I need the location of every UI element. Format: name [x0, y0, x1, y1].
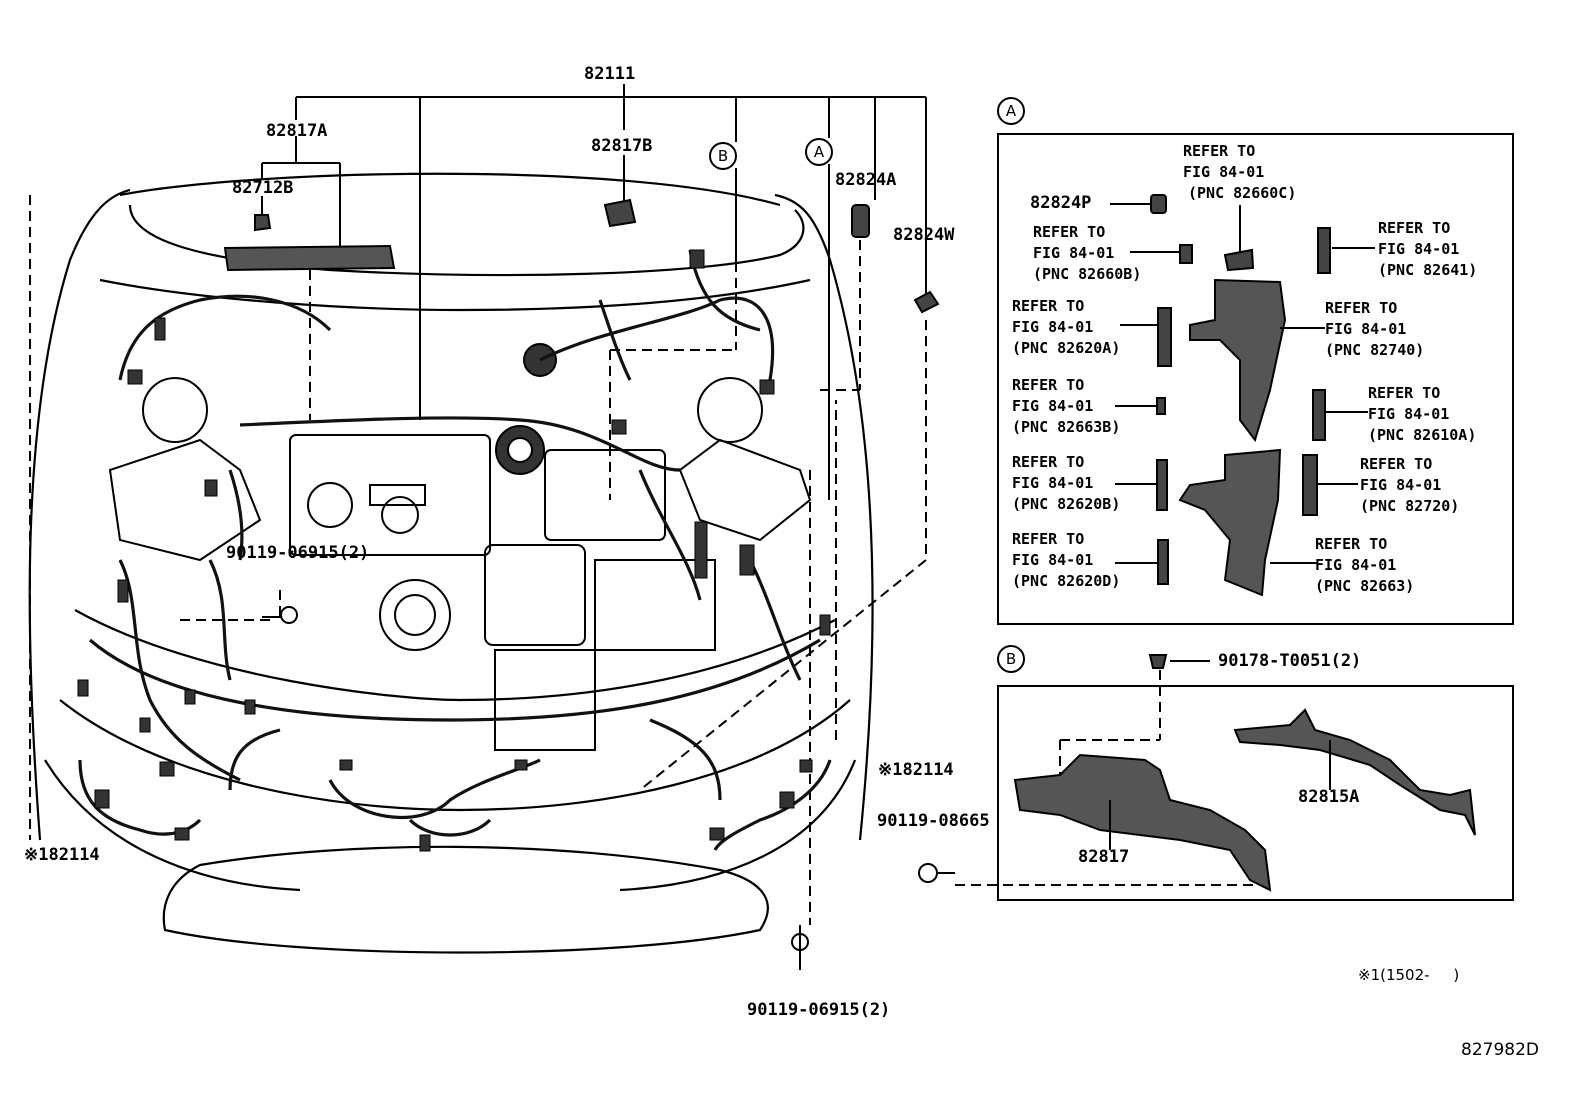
ref-82620A: REFER TO FIG 84-01 (PNC 82620A)	[1012, 296, 1120, 359]
panel-b-marker: B	[997, 645, 1025, 673]
ref-line1: REFER TO	[1325, 299, 1398, 317]
ref-line1: REFER TO	[1012, 530, 1085, 548]
ref-line2: FIG 84-01	[1012, 474, 1094, 492]
ref-82740: REFER TO FIG 84-01 (PNC 82740)	[1325, 298, 1424, 361]
bolt-b-label: 90119-08665	[877, 811, 990, 831]
ref-line3: (PNC 82620B)	[1012, 495, 1121, 513]
part-82817B-label: 82817B	[591, 136, 653, 156]
bolt-bottom-label: 90119-06915(2)	[747, 1000, 891, 1020]
part-82815A-label: 82815A	[1298, 787, 1360, 807]
ref-line2: FIG 84-01	[1368, 405, 1450, 423]
panel-b-parts	[918, 654, 1476, 892]
ref-line2: FIG 84-01	[1315, 556, 1397, 574]
ref-82660B: REFER TO FIG 84-01 (PNC 82660B)	[1033, 222, 1141, 285]
clip-90178-label: 90178-T0051(2)	[1218, 651, 1362, 671]
panel-b-frame	[997, 685, 1514, 901]
ref-line2: FIG 84-01	[1325, 320, 1407, 338]
ref-82720: REFER TO FIG 84-01 (PNC 82720)	[1360, 454, 1459, 517]
part-82114-right-number: 82114	[902, 760, 954, 780]
panel-a-frame	[997, 133, 1514, 625]
ref-line1: REFER TO	[1183, 142, 1256, 160]
ref-line2: FIG 84-01	[1378, 240, 1460, 258]
ref-82660C: REFER TO FIG 84-01 (PNC 82660C)	[1183, 141, 1296, 204]
bolt-left-label: 90119-06915(2)	[226, 543, 370, 563]
harness-leader-bracket	[261, 84, 927, 500]
ref-line2: FIG 84-01	[1183, 163, 1265, 181]
part-82817A-label: 82817A	[266, 121, 328, 141]
ref-line3: (PNC 82620D)	[1012, 572, 1121, 590]
ref-82641: REFER TO FIG 84-01 (PNC 82641)	[1378, 218, 1477, 281]
connectors	[77, 249, 831, 852]
ref-82663: REFER TO FIG 84-01 (PNC 82663)	[1315, 534, 1414, 597]
ref-82620D: REFER TO FIG 84-01 (PNC 82620D)	[1012, 529, 1120, 592]
harness-part-number: 82111	[584, 64, 636, 84]
panel-a-marker: A	[997, 97, 1025, 125]
part-82824W-label: 82824W	[893, 225, 955, 245]
ref-line2: FIG 84-01	[1012, 318, 1094, 336]
ref-line3: (PNC 82620A)	[1012, 339, 1121, 357]
part-82114-right-label: ※182114	[878, 760, 954, 780]
part-82824P-label: 82824P	[1030, 193, 1092, 213]
part-82114-left-label: ※182114	[24, 845, 100, 865]
ref-line1: REFER TO	[1368, 384, 1441, 402]
ref-82620B: REFER TO FIG 84-01 (PNC 82620B)	[1012, 452, 1120, 515]
ref-line3: (PNC 82663)	[1315, 577, 1415, 595]
top-parts	[223, 198, 940, 970]
part-82114-left-number: 82114	[48, 845, 100, 865]
ref-line3: (PNC 82720)	[1360, 497, 1460, 515]
figure-id: 827982D	[1461, 1040, 1539, 1060]
ref-line1: REFER TO	[1315, 535, 1388, 553]
part-82817-label: 82817	[1078, 847, 1130, 867]
ref-line1: REFER TO	[1012, 297, 1085, 315]
ref-line3: (PNC 82663B)	[1012, 418, 1121, 436]
car-body-outline	[28, 172, 874, 954]
panel-a-parts	[1110, 194, 1375, 597]
dashed-leaders	[29, 195, 1265, 925]
ref-line1: REFER TO	[1360, 455, 1433, 473]
engine-components	[108, 343, 812, 751]
ref-line2: FIG 84-01	[1012, 397, 1094, 415]
ref-line2: FIG 84-01	[1360, 476, 1442, 494]
ref-line2: FIG 84-01	[1012, 551, 1094, 569]
footnote-mark-right: ※1	[878, 760, 903, 780]
ref-line1: REFER TO	[1012, 376, 1085, 394]
part-82712B-label: 82712B	[232, 178, 294, 198]
ref-line2: FIG 84-01	[1033, 244, 1115, 262]
ref-line1: REFER TO	[1012, 453, 1085, 471]
ref-82610A: REFER TO FIG 84-01 (PNC 82610A)	[1368, 383, 1476, 446]
callout-b-circle: B	[709, 142, 737, 170]
ref-line3: (PNC 82740)	[1325, 341, 1425, 359]
ref-line3: (PNC 82660C)	[1188, 184, 1297, 202]
footnote-mark-left: ※1	[24, 845, 49, 865]
ref-82663B: REFER TO FIG 84-01 (PNC 82663B)	[1012, 375, 1120, 438]
ref-line3: (PNC 82660B)	[1033, 265, 1142, 283]
ref-line1: REFER TO	[1033, 223, 1106, 241]
wire-harness	[78, 249, 832, 851]
callout-a-circle: A	[805, 138, 833, 166]
ref-line3: (PNC 82641)	[1378, 261, 1478, 279]
ref-line1: REFER TO	[1378, 219, 1451, 237]
ref-line3: (PNC 82610A)	[1368, 426, 1477, 444]
part-82824A-label: 82824A	[835, 170, 897, 190]
footnote-text: ※1(1502- )	[1358, 966, 1460, 984]
